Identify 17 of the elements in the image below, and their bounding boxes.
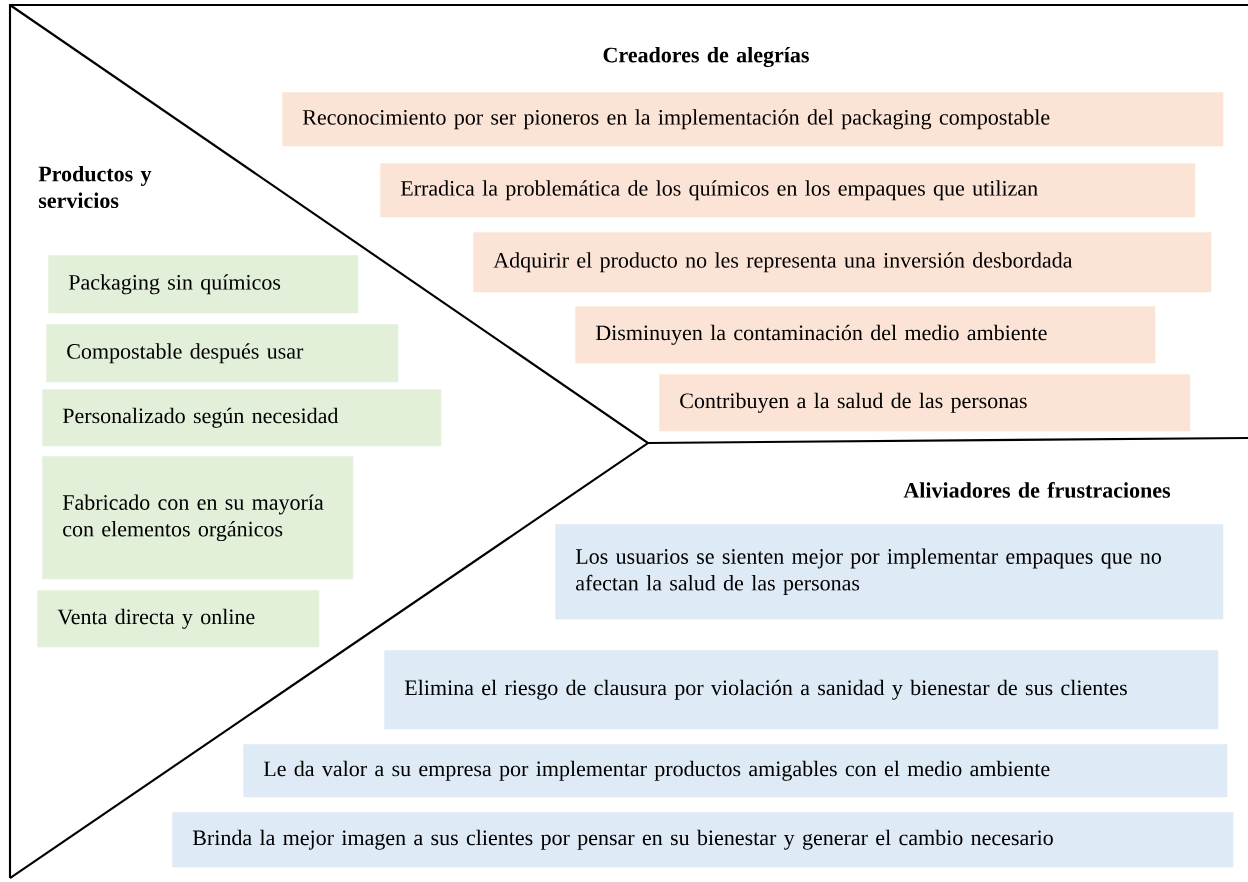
- text-box: Packaging sin químicos: [48, 255, 359, 314]
- text-box: Le da valor a su empresa por implementar productos amigables con el medio ambiente: [243, 744, 1228, 798]
- text-box: Disminuyen la contaminación del medio ambiente: [575, 306, 1156, 364]
- text-box: Los usuarios se sienten mejor por implementar empaques que no afectan la salud de las personas: [555, 524, 1224, 620]
- text-box: Brinda la mejor imagen a sus clientes por pensar en su bienestar y generar el cambio necesario: [172, 812, 1234, 868]
- section-heading: Productos y servicios: [38, 165, 152, 209]
- text-box: Personalizado según necesidad: [42, 389, 442, 447]
- text-box: Reconocimiento por ser pioneros en la implementación del packaging compostable: [282, 92, 1224, 147]
- section-heading: Aliviadores de frustraciones: [903, 482, 1171, 498]
- section-heading: Creadores de alegrías: [603, 46, 809, 68]
- text-box: Contribuyen a la salud de las personas: [659, 374, 1191, 432]
- text-box: Adquirir el producto no les representa una inversión desbordada: [473, 232, 1212, 293]
- text-box: Elimina el riesgo de clausura por violación a sanidad y bienestar de sus clientes: [384, 650, 1219, 730]
- text-box: Fabricado con en su mayoría con elementos orgánicos: [42, 456, 354, 580]
- text-box: Compostable después usar: [46, 324, 399, 383]
- text-box: Erradica la problemática de los químicos en los empaques que utilizan: [380, 163, 1196, 218]
- text-box: Venta directa y online: [37, 590, 320, 648]
